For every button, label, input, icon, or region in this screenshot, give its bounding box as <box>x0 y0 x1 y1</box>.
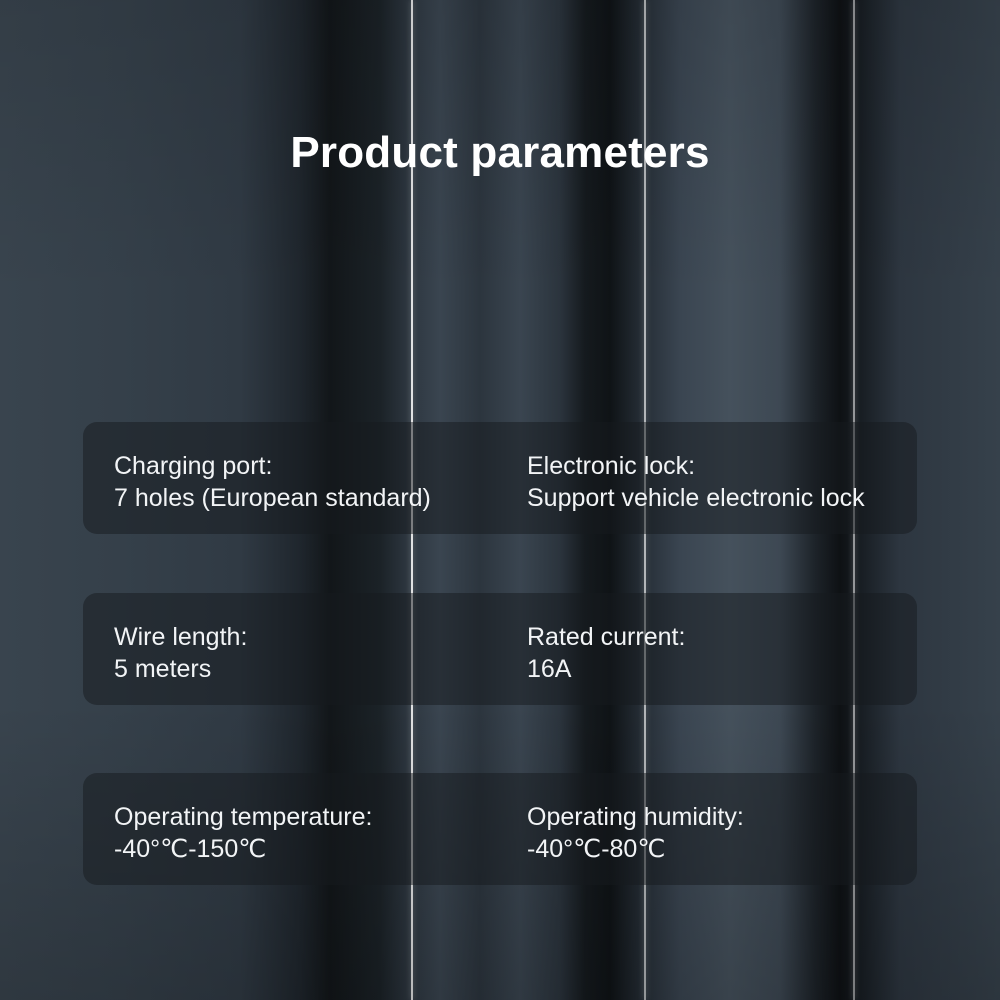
param-value: 7 holes (European standard) <box>114 484 431 512</box>
param-charging-port: Charging port: 7 holes (European standar… <box>114 450 431 514</box>
param-electronic-lock: Electronic lock: Support vehicle electro… <box>527 450 865 514</box>
parameter-card-electrical: Wire length: 5 meters Rated current: 16A <box>83 593 917 705</box>
page-title: Product parameters <box>290 128 710 177</box>
param-label: Rated current: <box>527 623 686 651</box>
param-rated-current: Rated current: 16A <box>527 621 685 685</box>
param-value: 5 meters <box>114 655 212 683</box>
param-label: Operating temperature: <box>114 803 373 831</box>
param-value: 16A <box>527 655 572 683</box>
param-operating-humidity: Operating humidity: -40°℃-80℃ <box>527 801 744 865</box>
param-value: Support vehicle electronic lock <box>527 484 865 512</box>
param-label: Charging port: <box>114 452 273 480</box>
param-operating-temperature: Operating temperature: -40°℃-150℃ <box>114 801 372 865</box>
param-label: Wire length: <box>114 623 248 651</box>
param-value: -40°℃-150℃ <box>114 835 267 863</box>
param-wire-length: Wire length: 5 meters <box>114 621 247 685</box>
param-label: Operating humidity: <box>527 803 744 831</box>
parameter-card-environment: Operating temperature: -40°℃-150℃ Operat… <box>83 773 917 885</box>
param-value: -40°℃-80℃ <box>527 835 666 863</box>
param-label: Electronic lock: <box>527 452 696 480</box>
parameter-card-charging: Charging port: 7 holes (European standar… <box>83 422 917 534</box>
